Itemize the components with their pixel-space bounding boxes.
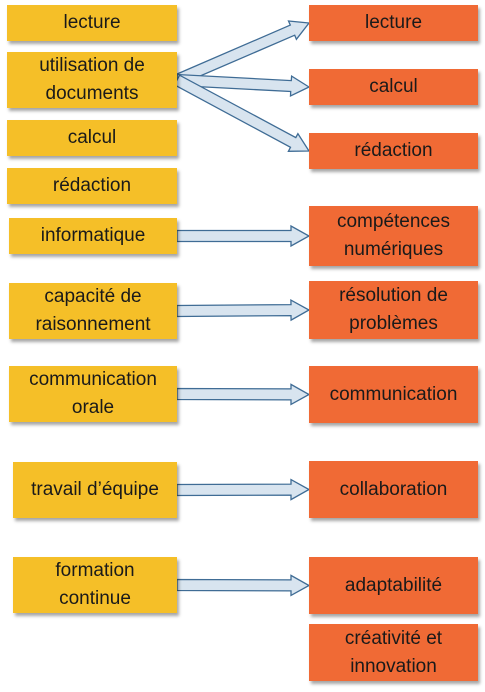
- right-box-adaptabilite: adaptabilité: [309, 557, 478, 614]
- right-box-competences-numeriques: compétences numériques: [309, 206, 478, 266]
- arrow-1-to-1: [176, 73, 311, 98]
- arrow-4-to-3: [176, 224, 311, 248]
- left-box-capacite-de-raisonnement: capacité de raisonnement: [9, 283, 177, 339]
- right-box-redaction: rédaction: [309, 133, 478, 169]
- arrow-1-to-2: [173, 74, 311, 152]
- left-box-lecture: lecture: [7, 5, 177, 41]
- left-box-informatique: informatique: [9, 218, 177, 254]
- arrow-5-to-4: [176, 298, 311, 322]
- right-box-calcul: calcul: [309, 69, 478, 105]
- arrow-1-to-0: [173, 20, 311, 86]
- left-box-calcul: calcul: [7, 120, 177, 156]
- left-box-redaction: rédaction: [7, 168, 177, 204]
- right-box-collaboration: collaboration: [309, 461, 478, 518]
- right-box-communication: communication: [309, 366, 478, 423]
- right-box-lecture: lecture: [309, 5, 478, 41]
- left-box-utilisation-de-documents: utilisation de documents: [7, 52, 177, 108]
- left-box-communication-orale: communication orale: [9, 366, 177, 422]
- right-box-creativite-et-innovation: créativité et innovation: [309, 624, 478, 681]
- right-box-resolution-de-problemes: résolution de problèmes: [309, 281, 478, 339]
- arrow-6-to-5: [176, 383, 311, 406]
- arrow-8-to-7: [176, 574, 311, 597]
- left-box-formation-continue: formation continue: [13, 557, 177, 613]
- left-box-travail-d-equipe: travail d’équipe: [13, 462, 177, 518]
- arrow-7-to-6: [176, 478, 311, 501]
